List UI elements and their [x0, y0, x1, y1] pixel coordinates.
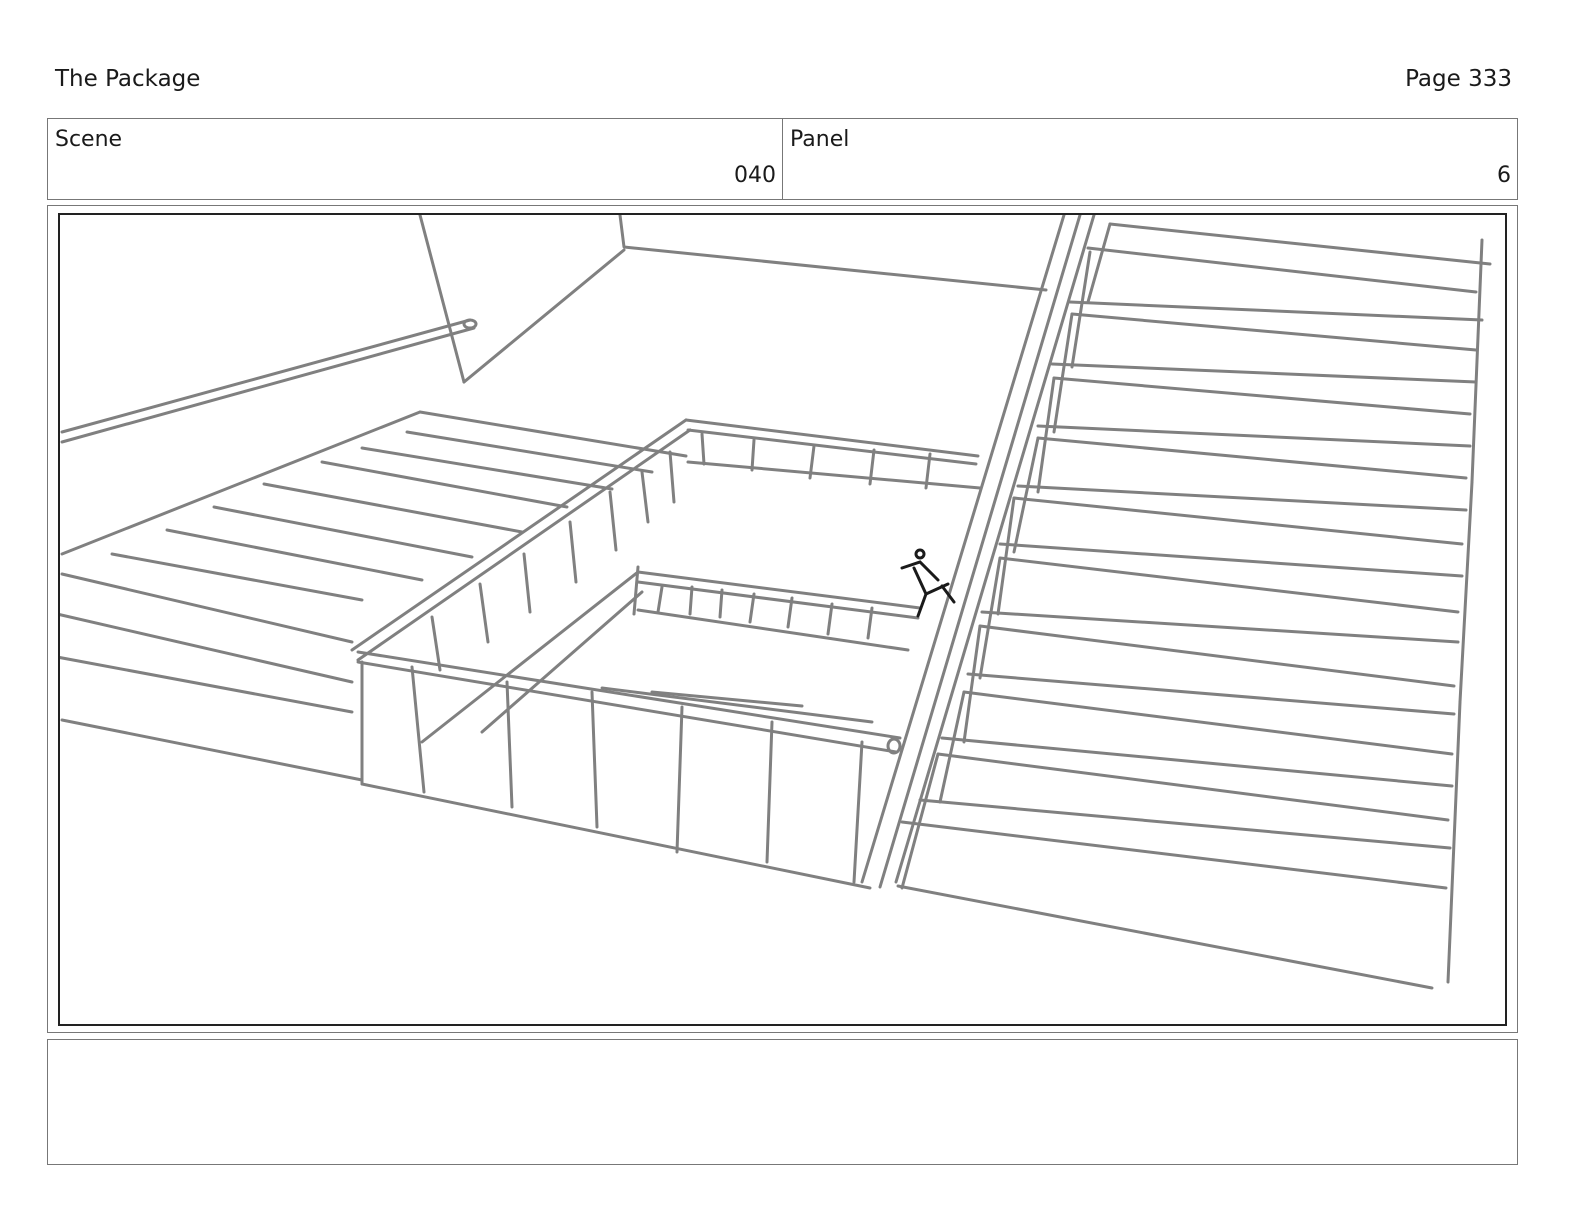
panel-cell: Panel 6 — [782, 119, 1517, 199]
notes-box — [47, 1039, 1518, 1165]
panel-info-bar: Scene 040 Panel 6 — [47, 118, 1518, 200]
scene-cell: Scene 040 — [48, 119, 782, 199]
scene-number: 040 — [734, 163, 776, 188]
scene-label: Scene — [55, 127, 123, 152]
storyboard-frame — [47, 205, 1518, 1033]
page-number: Page 333 — [1405, 66, 1512, 92]
panel-label: Panel — [790, 127, 850, 152]
stairwell-sketch-image — [60, 215, 1492, 990]
document-title: The Package — [55, 66, 201, 92]
figure-sketch — [900, 548, 956, 618]
storyboard-sketch — [58, 213, 1507, 1026]
panel-number: 6 — [1497, 163, 1511, 188]
